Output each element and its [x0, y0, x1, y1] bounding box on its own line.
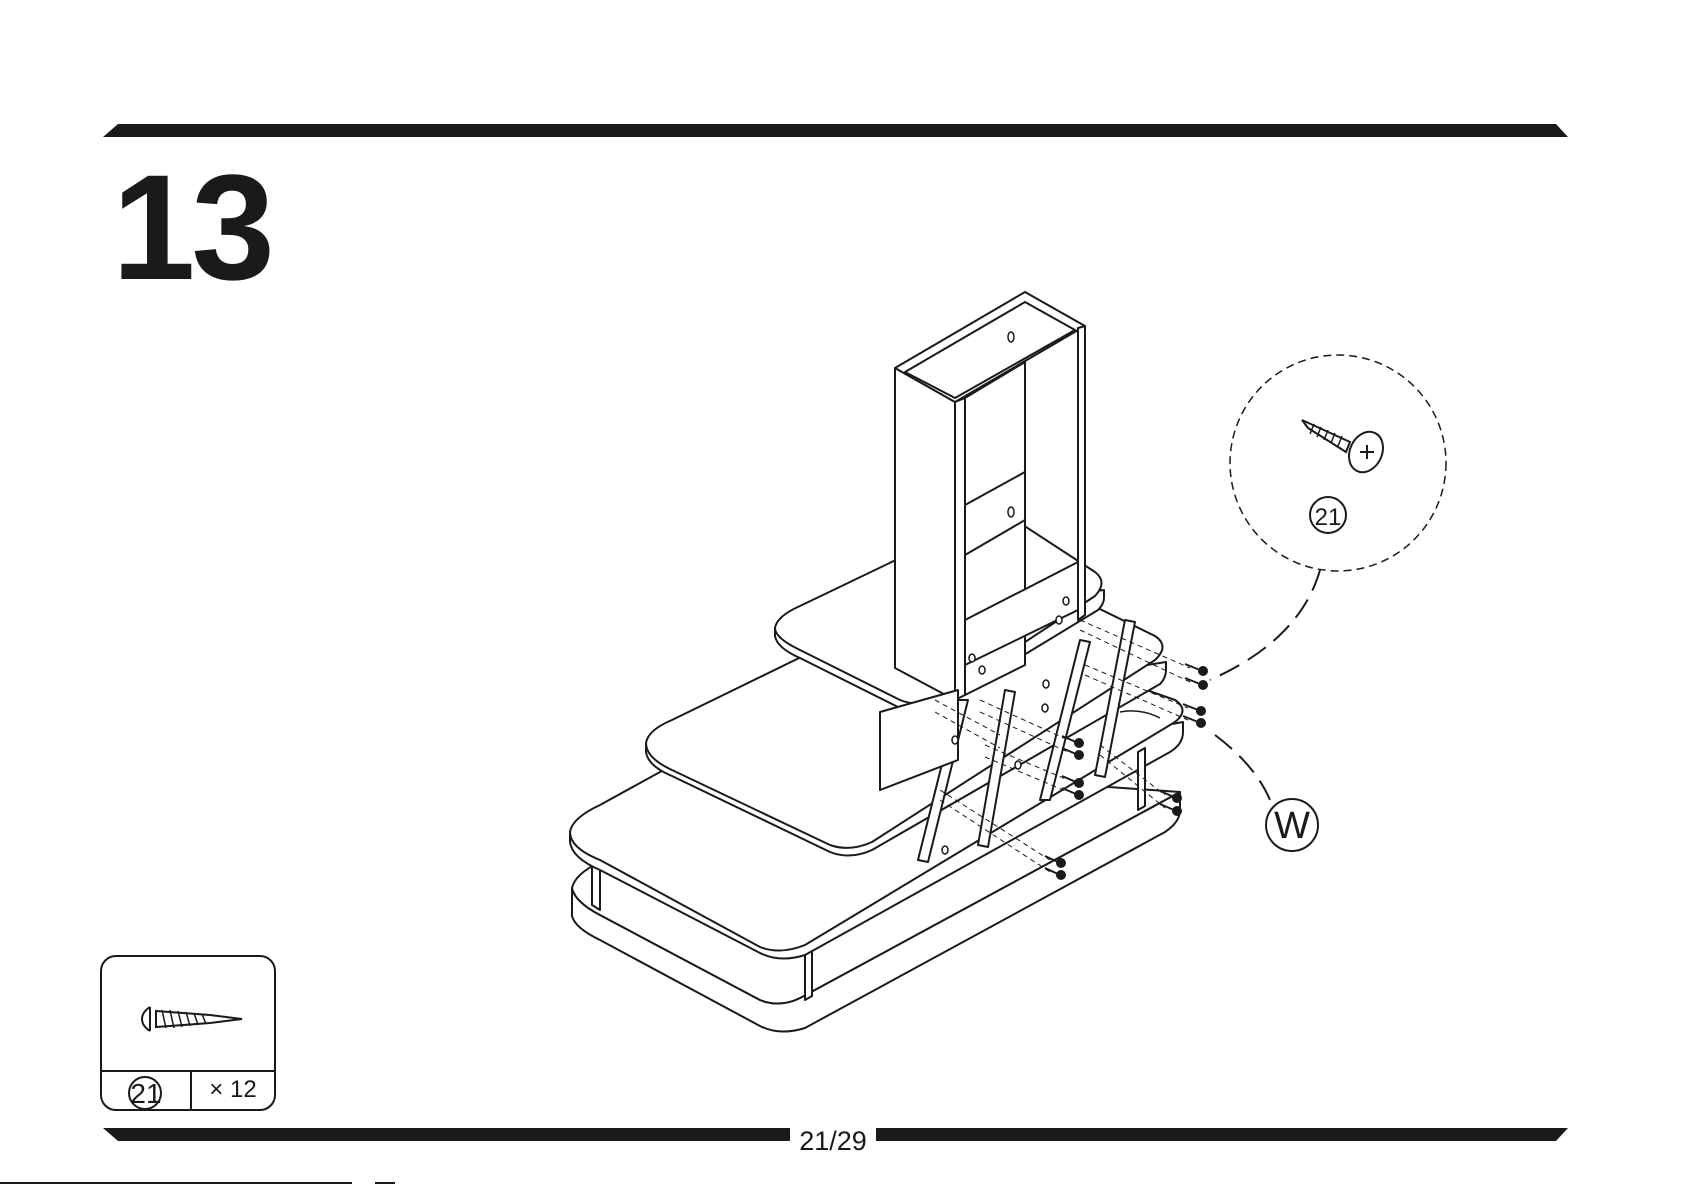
column-side-panel — [1078, 326, 1085, 620]
callout-part-code: 21 — [1315, 504, 1342, 531]
part-code-cell: 21 — [102, 1072, 192, 1109]
screw-icon — [1302, 420, 1389, 478]
wall-leader — [1215, 735, 1270, 800]
part-illustration — [102, 957, 274, 1072]
part-quantity: × 12 — [192, 1072, 274, 1109]
bottom-edge-rule — [0, 1180, 420, 1191]
assembly-diagram: 21 W — [0, 0, 1685, 1110]
detail-leader — [1210, 570, 1320, 680]
screw-detail-callout — [1230, 355, 1446, 571]
parts-list: 21 × 12 — [100, 955, 276, 1111]
wall-label: W — [1274, 805, 1310, 847]
page-number: 21/29 — [790, 1128, 876, 1155]
column-front-face — [895, 368, 955, 700]
part-code: 21 — [126, 1076, 166, 1111]
column-left-rail — [955, 398, 965, 700]
screw-icon — [102, 957, 274, 1070]
